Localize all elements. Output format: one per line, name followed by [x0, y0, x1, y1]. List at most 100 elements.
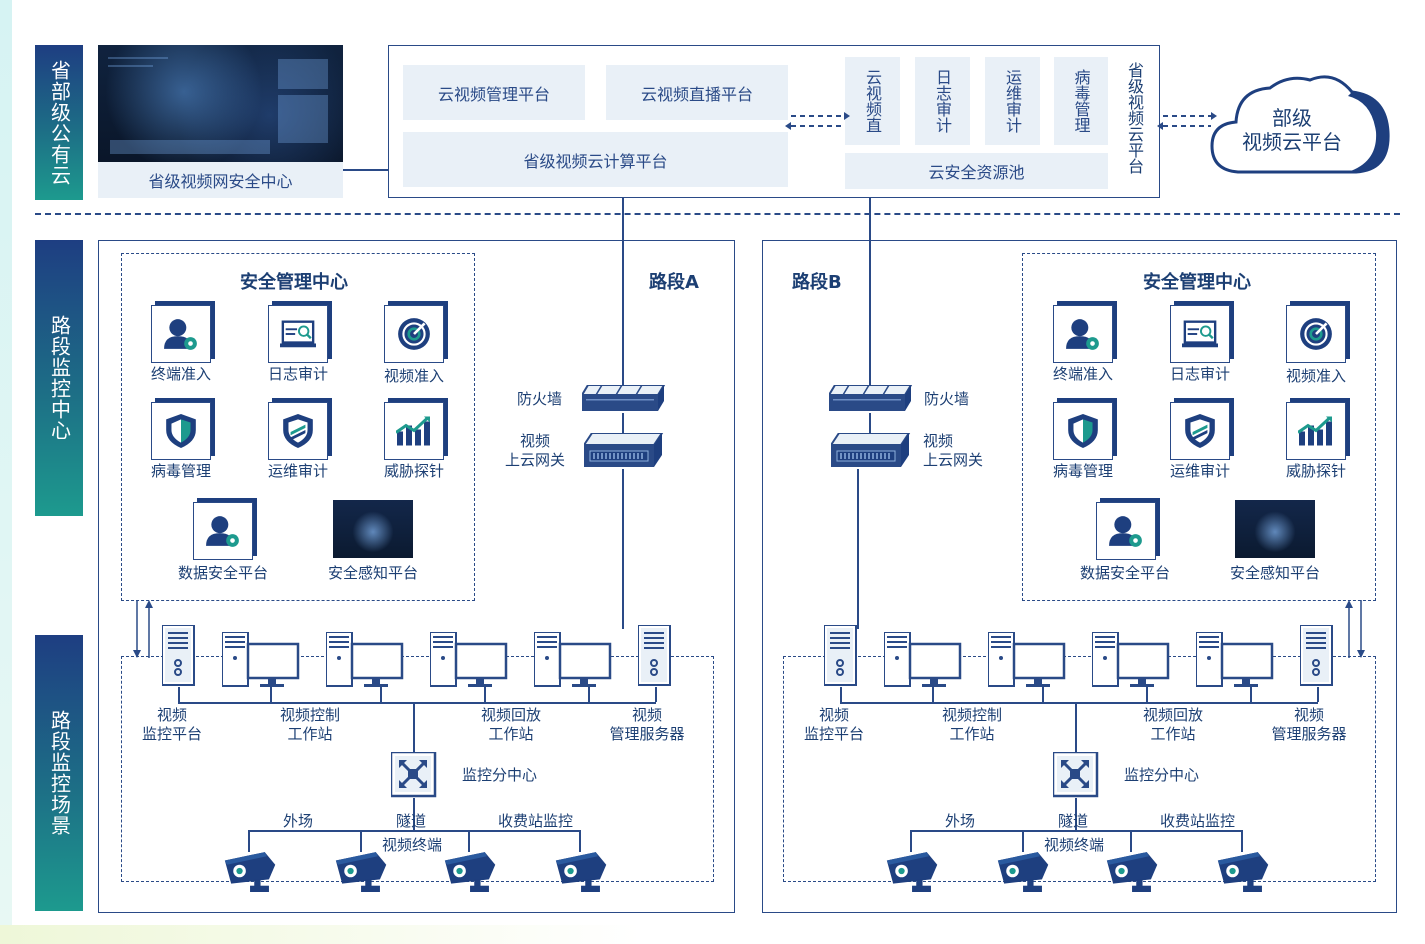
camera-icon — [335, 852, 387, 892]
gateway-icon — [584, 433, 663, 468]
equip-label-a-0: 视频监控平台 — [141, 706, 202, 743]
security-center-label: 省级视频网安全中心 — [98, 162, 343, 198]
cam-drop-a-2 — [360, 830, 362, 852]
branch-line-b — [910, 830, 1242, 832]
bus-line-b — [840, 702, 1318, 704]
firewall-icon — [829, 385, 912, 412]
province-cloud-compute: 省级视频云计算平台 — [403, 132, 788, 187]
monitoring-equipment-b — [783, 656, 1376, 882]
camera-icon — [997, 852, 1049, 892]
target-icon — [396, 317, 432, 351]
tile-label-a-3: 病毒管理 — [150, 462, 211, 480]
tile-terminal-access-a — [151, 305, 211, 363]
switch-icon — [391, 752, 437, 798]
switch-icon — [1053, 752, 1099, 798]
drop-a-3 — [380, 687, 382, 702]
arrow-live-to-direct — [785, 112, 850, 130]
bottom-fade — [0, 925, 1425, 944]
tile-label-b-6: 数据安全平台 — [1079, 564, 1170, 582]
cam-drop-b-2 — [1022, 830, 1024, 852]
bus-to-switch-a — [413, 702, 415, 752]
drop-a-1 — [178, 687, 180, 702]
terminal-label-b: 视频终端 — [1044, 836, 1105, 854]
firewall-label-a: 防火墙 — [517, 390, 563, 408]
road-b-label: 路段B — [792, 272, 842, 293]
shield-check-icon — [1185, 414, 1215, 448]
shield-icon — [166, 414, 196, 448]
equip-label-a-2: 视频回放工作站 — [480, 706, 541, 743]
cloud-video-live: 云视频直播平台 — [606, 65, 788, 120]
equip-label-a-1: 视频控制工作站 — [279, 706, 340, 743]
user-gear-icon — [206, 516, 239, 547]
monitoring-equipment-a — [121, 656, 714, 882]
gateway-label-a: 视频 上云网关 — [504, 432, 565, 469]
zone-separator — [35, 213, 1400, 215]
user-gear-icon — [1109, 516, 1142, 547]
tab-road-monitor-scene: 路段监控场景 — [35, 635, 83, 911]
user-gear-icon — [1066, 319, 1099, 350]
tile-label-a-7: 安全感知平台 — [327, 564, 418, 582]
cam-drop-a-3 — [468, 830, 470, 852]
tile-label-b-5: 威胁探针 — [1285, 462, 1346, 480]
branch-line-a — [248, 830, 580, 832]
drop-a-5 — [588, 687, 590, 702]
user-gear-icon — [164, 319, 197, 350]
camera-icon — [444, 852, 496, 892]
server-icon — [162, 625, 195, 686]
cloud-video-mgmt: 云视频管理平台 — [403, 65, 585, 120]
tile-label-a-6: 数据安全平台 — [177, 564, 268, 582]
workstation-icon — [430, 632, 508, 688]
camera-icon — [224, 852, 276, 892]
cloud-security-pool: 云安全资源池 — [845, 153, 1108, 189]
workstation-icon — [884, 632, 962, 688]
uplink-b — [869, 198, 871, 385]
equip-label-b-2: 视频回放工作站 — [1142, 706, 1203, 743]
log-search-icon — [280, 320, 316, 349]
tile-label-a-1: 日志审计 — [267, 365, 328, 383]
security-mgmt-title-a: 安全管理中心 — [240, 272, 348, 293]
workstation-icon — [326, 632, 404, 688]
branch-label-b-0: 外场 — [945, 812, 976, 830]
workstation-icon — [1092, 632, 1170, 688]
security-mgmt-center-b — [1022, 253, 1376, 601]
tile-label-a-0: 终端准入 — [150, 365, 211, 383]
situational-awareness-thumb-b — [1235, 500, 1315, 558]
workstation-icon — [222, 632, 300, 688]
drop-b-2 — [932, 687, 934, 702]
bus-line-a — [178, 702, 656, 704]
tile-label-b-1: 日志审计 — [1169, 365, 1230, 383]
fw-to-gw-a — [622, 413, 624, 435]
drop-b-3 — [1042, 687, 1044, 702]
tile-data-security-b — [1096, 502, 1156, 560]
road-section-b — [762, 240, 1397, 913]
tab-road-monitor-center: 路段监控中心 — [35, 240, 83, 516]
cloud-video-direct: 云视频直 — [845, 57, 900, 145]
tile-terminal-access-b — [1053, 305, 1113, 363]
tab-public-cloud: 省部级公有云 — [35, 45, 83, 200]
tile-data-security-a — [193, 502, 253, 560]
firewall-icon — [582, 385, 665, 412]
drop-b-6 — [1317, 687, 1319, 702]
workstation-icon — [1196, 632, 1274, 688]
tile-threat-probe-a — [384, 402, 444, 460]
tile-log-audit-a — [268, 305, 328, 363]
security-center-screen — [98, 45, 343, 162]
equip-label-b-1: 视频控制工作站 — [941, 706, 1002, 743]
branch-label-b-2: 收费站监控 — [1160, 812, 1236, 830]
arrow-updown-a — [133, 600, 153, 658]
arrow-updown-b — [1345, 600, 1365, 658]
cam-drop-a-1 — [248, 830, 250, 852]
log-search-icon — [1182, 320, 1218, 349]
switch-down-a — [413, 798, 415, 830]
virus-mgmt-cloud: 病毒管理 — [1054, 57, 1108, 145]
terminal-label-a: 视频终端 — [382, 836, 443, 854]
log-audit-cloud: 日志审计 — [915, 57, 970, 145]
fw-to-gw-b — [869, 413, 871, 435]
tile-label-b-7: 安全感知平台 — [1229, 564, 1320, 582]
workstation-icon — [988, 632, 1066, 688]
tile-video-access-b — [1286, 305, 1346, 363]
tile-label-b-3: 病毒管理 — [1052, 462, 1113, 480]
firewall-label-b: 防火墙 — [924, 390, 970, 408]
tile-label-a-5: 威胁探针 — [383, 462, 444, 480]
situational-awareness-thumb-a — [333, 500, 413, 558]
